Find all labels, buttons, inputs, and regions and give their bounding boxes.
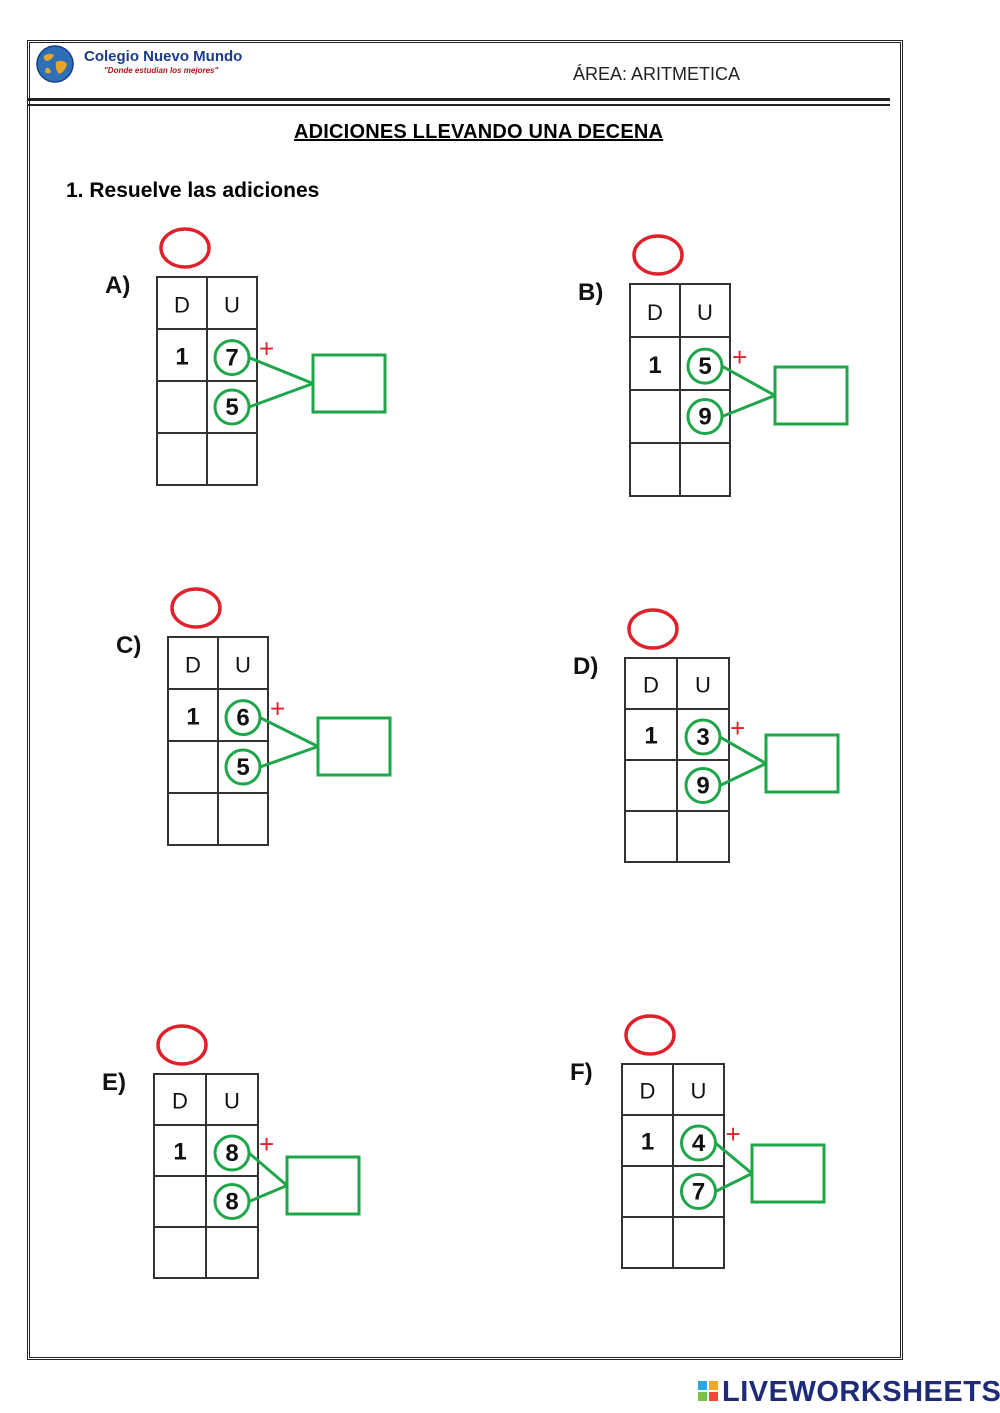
liveworksheets-brand: LIVEWORKSHEETS: [722, 1376, 1000, 1408]
page-frame: [27, 40, 903, 1360]
header-divider-thin: [27, 104, 890, 106]
school-motto: "Donde estudian los mejores": [104, 66, 219, 75]
school-globe-logo-icon: [36, 45, 74, 83]
liveworksheets-logo-icon: [698, 1381, 718, 1401]
instruction-text: 1. Resuelve las adiciones: [66, 179, 320, 202]
header-divider: [27, 98, 890, 101]
subject-area: ÁREA: ARITMETICA: [573, 64, 741, 84]
worksheet-title: ADICIONES LLEVANDO UNA DECENA: [294, 121, 664, 143]
school-name: Colegio Nuevo Mundo: [84, 48, 243, 65]
